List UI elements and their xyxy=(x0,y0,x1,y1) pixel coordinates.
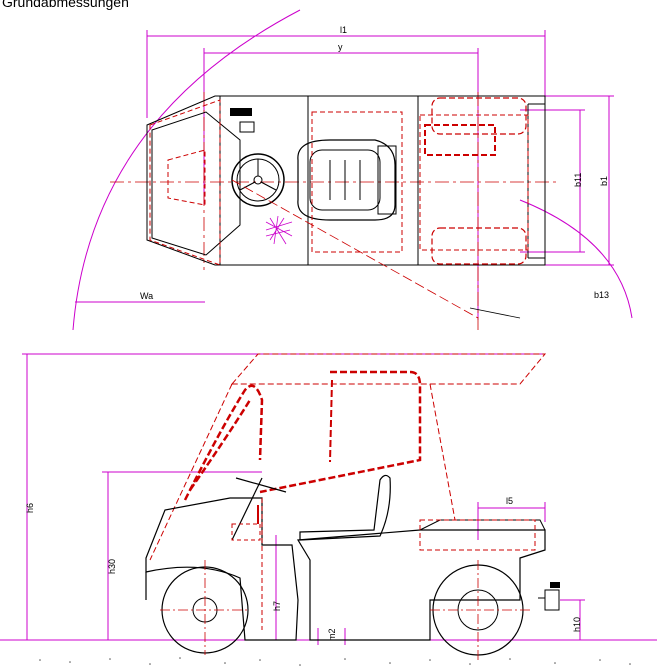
vehicle-front-body xyxy=(145,497,299,641)
dim-h30-label: h30 xyxy=(107,559,117,574)
side-view: h6 h30 h7 l5 m2 h10 xyxy=(0,353,657,666)
vehicle-rear-body xyxy=(296,529,546,641)
steering-column xyxy=(231,477,263,541)
dim-h10-label: h10 xyxy=(572,617,582,632)
dim-h7-label: h7 xyxy=(272,601,282,611)
ground-hatching xyxy=(39,657,631,666)
turning-radius-arc xyxy=(72,9,301,331)
turning-radius-arc-right xyxy=(519,199,633,319)
dim-l1-label: l1 xyxy=(340,25,347,35)
cab-frame xyxy=(183,384,264,501)
page-title: Grundabmessungen xyxy=(2,0,129,10)
seat-top xyxy=(297,139,396,221)
dim-h6-label: h6 xyxy=(25,503,35,513)
vehicle-top-outline xyxy=(146,95,546,266)
dim-y-label: y xyxy=(338,42,343,52)
roof-outline xyxy=(230,353,547,385)
seat-side xyxy=(299,474,391,541)
dim-b13-label: b13 xyxy=(594,290,609,300)
dim-wa-label: Wa xyxy=(140,291,153,301)
dim-b11-label: b11 xyxy=(573,173,583,187)
dim-l5-label: l5 xyxy=(506,496,513,506)
dim-b1-label: b1 xyxy=(599,176,609,186)
grille-icon xyxy=(265,215,293,245)
top-view: l1 y b1 b11 Wa b13 xyxy=(72,9,633,331)
tow-hitch-icon xyxy=(538,582,560,611)
dim-m2-label: m2 xyxy=(327,628,337,641)
